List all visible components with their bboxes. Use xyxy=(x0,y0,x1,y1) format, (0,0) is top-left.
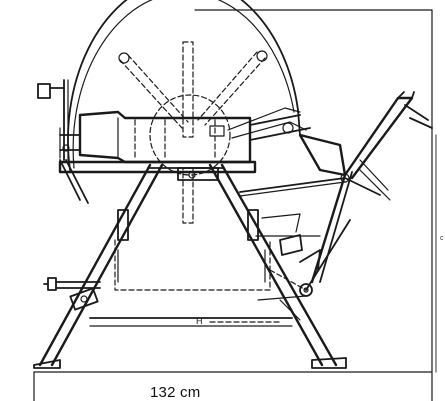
frame-border xyxy=(33,9,433,401)
motor-housing xyxy=(59,107,311,164)
svg-text:H: H xyxy=(196,316,203,326)
crank-handle xyxy=(43,277,101,311)
vertical-dimension: c xyxy=(435,134,444,373)
blade-spokes xyxy=(118,41,268,224)
right-feed-table xyxy=(239,91,433,284)
lower-frame: H xyxy=(89,239,293,327)
blade-guard xyxy=(67,0,301,171)
a-frame-legs xyxy=(33,163,347,369)
width-dimension-label: 132 cm xyxy=(150,384,201,401)
svg-text:c: c xyxy=(440,235,444,242)
left-bracket xyxy=(37,79,89,204)
lever-mechanism xyxy=(255,213,351,321)
